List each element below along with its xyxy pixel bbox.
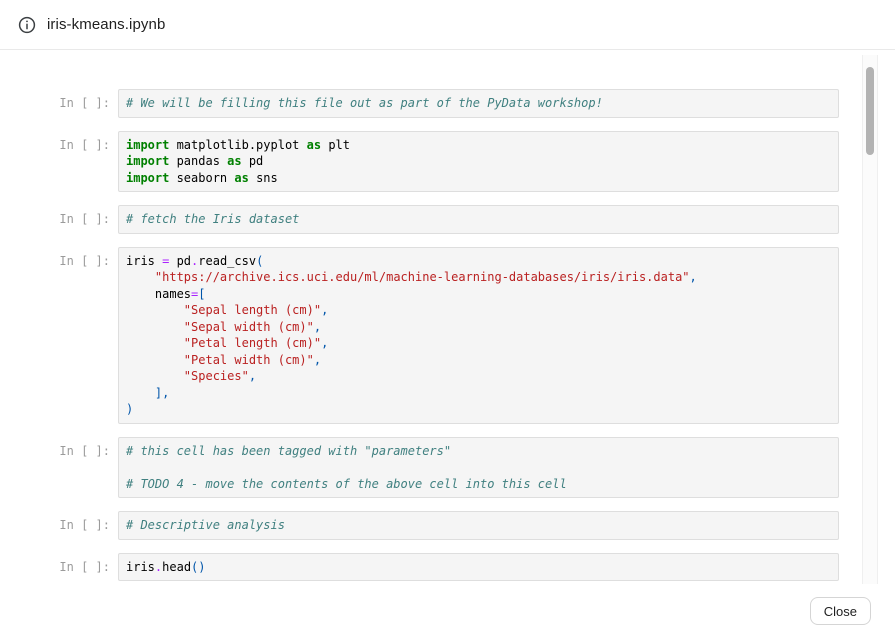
cell-code: # We will be filling this file out as pa… bbox=[118, 89, 839, 118]
cell-code: # fetch the Iris dataset bbox=[118, 205, 839, 234]
cell-code: iris.head() bbox=[118, 552, 839, 581]
notebook-cell: In [ ]: iris = pd.read_csv( "https://arch… bbox=[55, 246, 839, 424]
cell-code: # this cell has been tagged with "parame… bbox=[118, 436, 839, 498]
file-title: iris-kmeans.ipynb bbox=[47, 16, 166, 33]
cell-prompt: In [ ]: bbox=[59, 443, 110, 458]
cell-prompt: In [ ]: bbox=[59, 212, 110, 226]
notebook-cells: In [ ]: # We will be filling this file ou… bbox=[0, 50, 895, 585]
notebook-cell: In [ ]: import matplotlib.pyplot as plt i… bbox=[55, 130, 839, 192]
notebook-cell: In [ ]: # this cell has been tagged with … bbox=[55, 436, 839, 498]
notebook-preview: In [ ]: # We will be filling this file ou… bbox=[0, 50, 895, 585]
cell-prompt: In [ ]: bbox=[59, 518, 110, 532]
info-icon bbox=[18, 16, 36, 33]
notebook-cell: In [ ]: # We will be filling this file ou… bbox=[55, 89, 839, 118]
dialog-header: iris-kmeans.ipynb bbox=[0, 0, 895, 50]
notebook-cell: In [ ]: iris.head() bbox=[55, 552, 839, 581]
cell-code: iris = pd.read_csv( "https://archive.ics… bbox=[118, 246, 839, 424]
cell-prompt: In [ ]: bbox=[59, 137, 110, 152]
scrollbar-track[interactable] bbox=[862, 55, 878, 584]
cell-prompt: In [ ]: bbox=[59, 559, 110, 574]
cell-prompt: In [ ]: bbox=[59, 253, 110, 268]
cell-code: # Descriptive analysis bbox=[118, 511, 839, 540]
cell-code: import matplotlib.pyplot as plt import p… bbox=[118, 130, 839, 192]
notebook-cell: In [ ]: # Descriptive analysis bbox=[55, 511, 839, 540]
notebook-cell: In [ ]: # fetch the Iris dataset bbox=[55, 205, 839, 234]
cell-prompt: In [ ]: bbox=[59, 96, 110, 110]
scrollbar-thumb[interactable] bbox=[866, 67, 874, 155]
close-button[interactable]: Close bbox=[809, 597, 871, 625]
